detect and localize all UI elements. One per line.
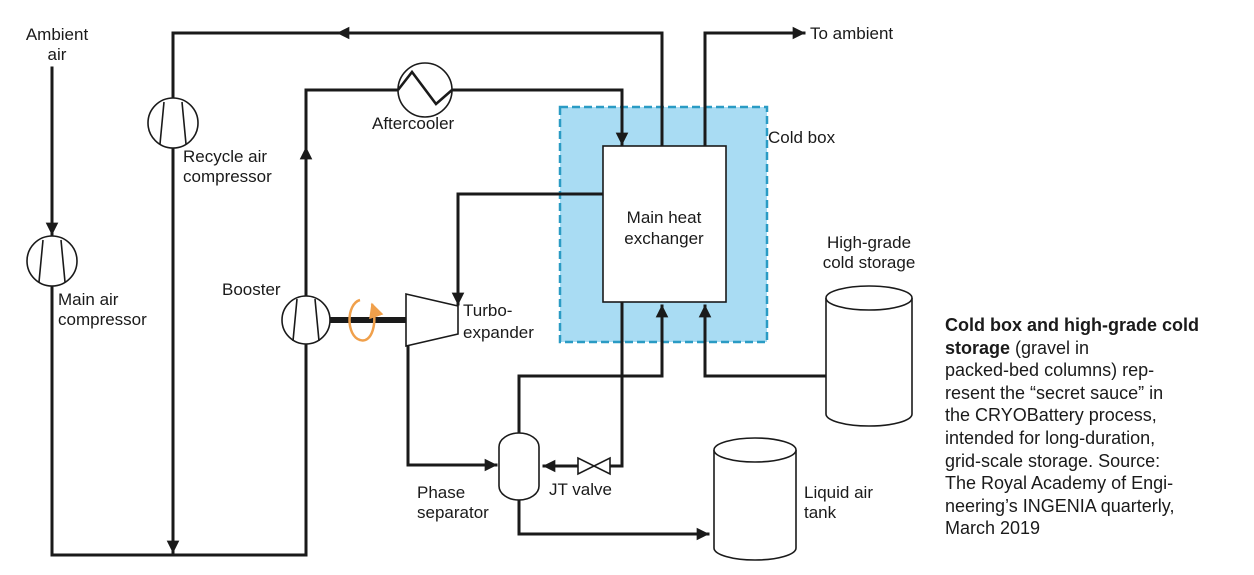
phase-separator-icon xyxy=(498,432,540,501)
booster-label: Booster xyxy=(222,280,281,299)
aftercooler-label: Aftercooler xyxy=(372,114,455,133)
booster-icon xyxy=(281,295,331,345)
liquid-air-tank-icon xyxy=(713,437,797,561)
aftercooler-icon xyxy=(396,62,453,118)
caption-line: neering’s INGENIA quarterly, xyxy=(945,495,1175,516)
phase-separator-label-2: separator xyxy=(417,503,489,522)
caption-line: packed-bed columns) rep- xyxy=(945,360,1155,381)
liquid-air-tank-label-1: Liquid air xyxy=(804,483,873,502)
caption-line: intended for long-duration, xyxy=(945,427,1156,448)
caption-line: the CRYOBattery process, xyxy=(945,405,1157,426)
high-grade-cold-storage-icon xyxy=(825,285,913,427)
caption-line: The Royal Academy of Engi- xyxy=(945,473,1174,494)
pipes xyxy=(45,26,828,557)
high-grade-storage-label-2: cold storage xyxy=(823,253,916,272)
high-grade-storage-label-1: High-grade xyxy=(827,233,911,252)
recycle-air-compressor-icon xyxy=(147,97,199,149)
recycle-compressor-label-2: compressor xyxy=(183,167,272,186)
ambient-air-label-1: Ambient xyxy=(26,25,89,44)
caption-line: grid-scale storage. Source: xyxy=(945,450,1161,471)
main-heat-exchanger-label-2: exchanger xyxy=(624,229,704,248)
cold-box-label: Cold box xyxy=(768,128,836,147)
jt-valve-icon xyxy=(577,456,611,476)
caption-line: resent the “secret sauce” in xyxy=(945,382,1164,403)
main-air-compressor-icon xyxy=(26,235,78,287)
recycle-compressor-label-1: Recycle air xyxy=(183,147,267,166)
turbo-expander-icon xyxy=(405,292,459,348)
turbo-expander-label-2: expander xyxy=(463,323,534,342)
caption-title: Cold box and high-grade cold storage xyxy=(945,315,1199,358)
to-ambient-label: To ambient xyxy=(810,24,893,43)
main-heat-exchanger xyxy=(602,145,727,303)
main-compressor-label-1: Main air xyxy=(58,290,119,309)
ambient-air-label-2: air xyxy=(48,45,67,64)
turbo-expander-label-1: Turbo- xyxy=(463,301,512,320)
caption-line: (gravel in xyxy=(1010,337,1090,358)
liquid-air-tank-label-2: tank xyxy=(804,503,837,522)
main-compressor-label-2: compressor xyxy=(58,310,147,329)
shaft-rotation-icon xyxy=(348,298,384,342)
caption-line: March 2019 xyxy=(945,518,1041,539)
phase-separator-label-1: Phase xyxy=(417,483,465,502)
main-heat-exchanger-label-1: Main heat xyxy=(627,208,702,227)
jt-valve-label: JT valve xyxy=(549,480,612,499)
figure-caption: Cold box and high-grade cold storage (gr… xyxy=(945,314,1245,540)
